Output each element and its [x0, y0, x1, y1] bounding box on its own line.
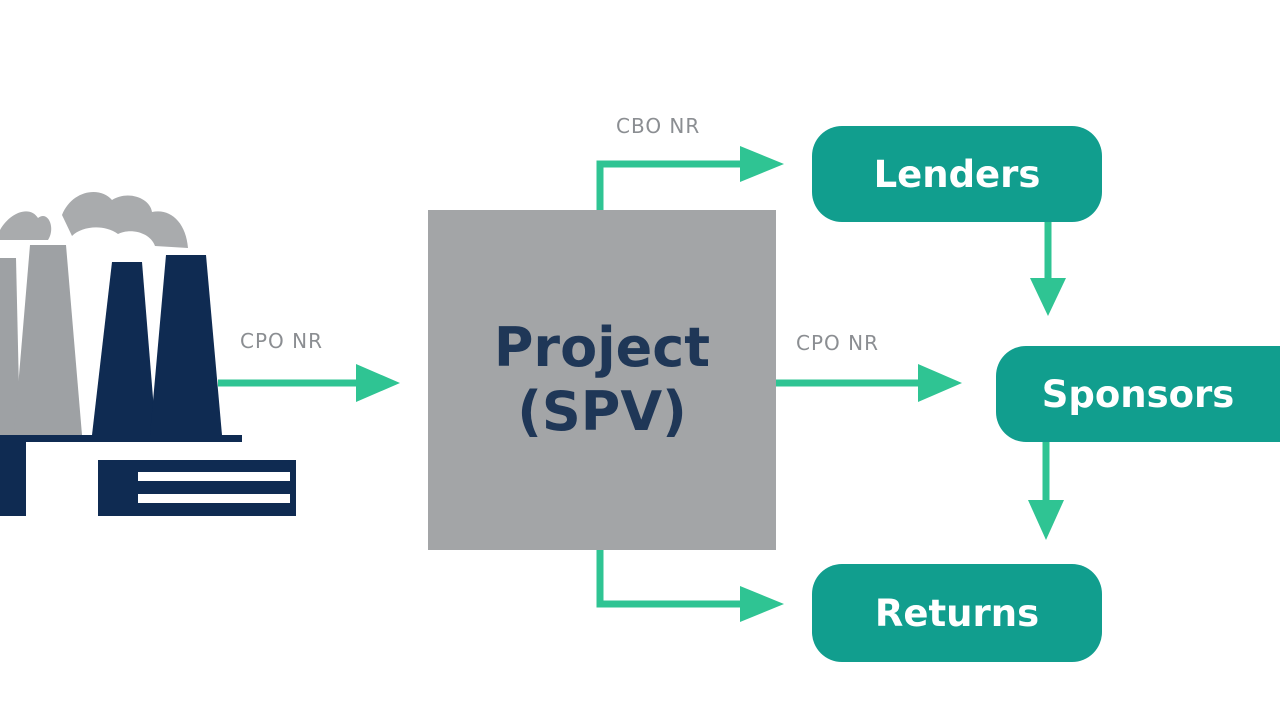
arrowhead-lenders-to-sponsors — [1030, 278, 1066, 316]
arrowhead-project-to-sponsors — [918, 364, 962, 402]
factory-window-2 — [138, 494, 290, 503]
chimney-gray-2 — [14, 245, 82, 435]
project-spv-box: Project (SPV) — [428, 210, 776, 550]
factory-icon — [0, 192, 296, 516]
chimney-navy-2 — [150, 255, 222, 435]
project-spv-subtitle: (SPV) — [517, 380, 687, 443]
arrow-project-to-lenders — [596, 160, 752, 212]
chimney-gray-1 — [0, 258, 20, 435]
arrowhead-sponsors-to-returns — [1028, 500, 1064, 540]
sponsors-node: Sponsors — [996, 346, 1280, 442]
factory-building-left — [0, 442, 26, 516]
arrowhead-project-to-returns — [740, 586, 784, 622]
smoke-cloud-left — [0, 211, 52, 240]
project-spv-title: Project — [493, 316, 711, 379]
chimney-navy-1 — [92, 262, 156, 435]
factory-ground — [0, 435, 242, 442]
lenders-label: Lenders — [873, 152, 1041, 196]
flow-label-lenders: CBO NR — [616, 114, 701, 138]
lenders-node: Lenders — [812, 126, 1102, 222]
sponsors-label: Sponsors — [1041, 372, 1235, 416]
arrowhead-project-to-lenders — [740, 146, 784, 182]
factory-window-1 — [138, 472, 290, 481]
returns-node: Returns — [812, 564, 1102, 662]
arrowhead-factory-to-project — [356, 364, 400, 402]
arrow-project-to-returns — [596, 550, 752, 608]
factory-annex — [98, 460, 296, 516]
flow-label-factory: CPO NR — [240, 329, 323, 353]
returns-label: Returns — [874, 591, 1040, 635]
smoke-cloud-right — [62, 192, 188, 248]
flow-label-sponsors: CPO NR — [796, 331, 879, 355]
